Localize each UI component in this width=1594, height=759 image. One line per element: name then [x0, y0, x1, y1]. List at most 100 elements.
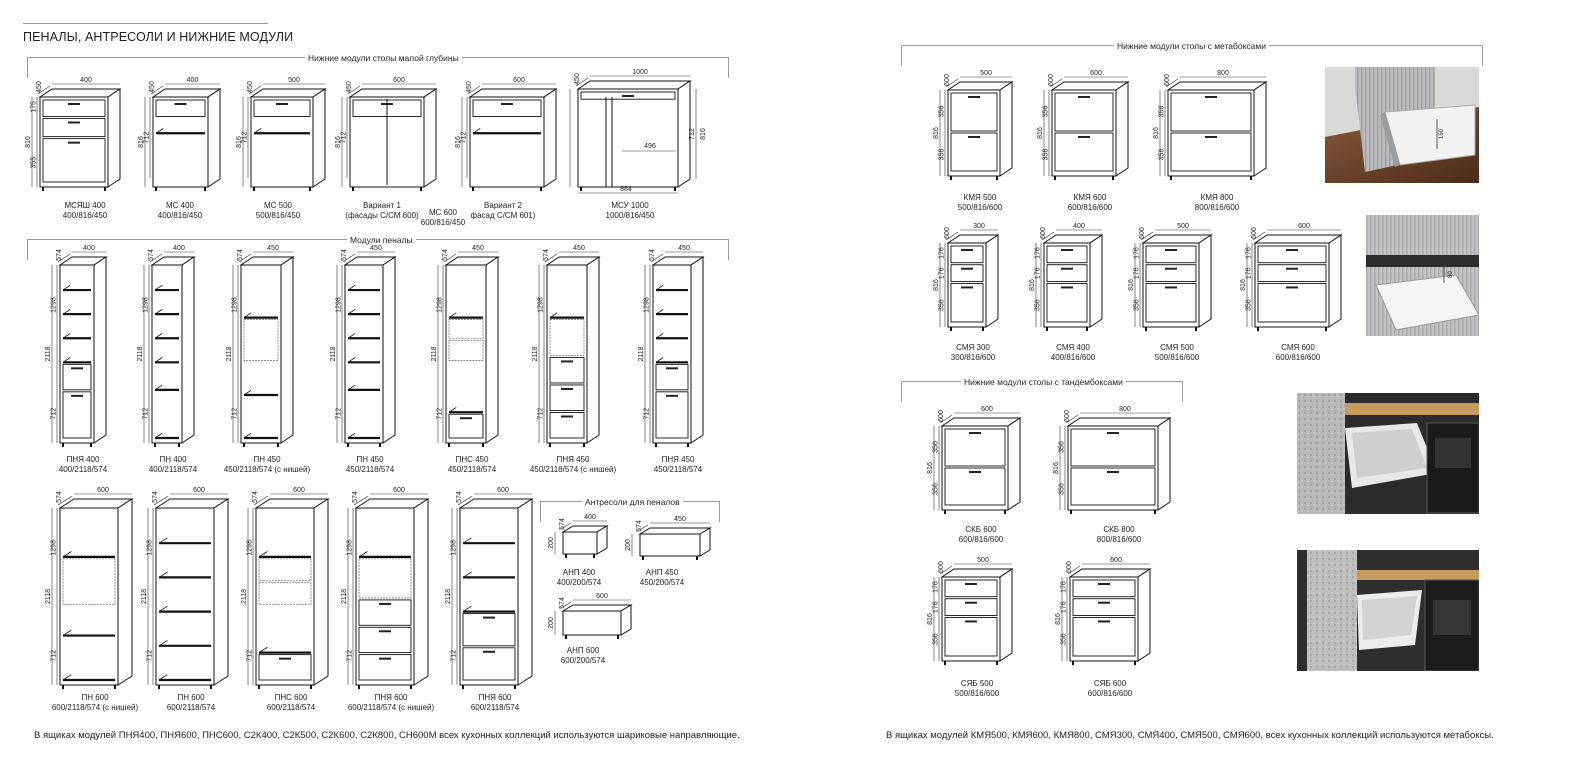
niche-frame: [258, 582, 312, 606]
shelf-edge: [158, 571, 168, 578]
drawer-front: [1054, 92, 1114, 132]
drawer-front: [1072, 579, 1136, 598]
section-dim-label: 356: [939, 149, 946, 161]
height-dim-label: 816: [1240, 279, 1247, 291]
section-dim-label: 176: [1134, 267, 1141, 279]
cabinet-front: [1067, 425, 1159, 511]
shelf-edge: [655, 309, 664, 315]
drawer-handle: [68, 121, 80, 124]
module-dims: 450/2118/574 (с нишей): [529, 464, 617, 474]
depth-dim-line: [1065, 414, 1079, 424]
section-dim-label: 175: [31, 101, 38, 113]
drawer-handle: [68, 103, 80, 105]
shelf-edge: [655, 284, 664, 291]
cabinet-front: [469, 96, 545, 188]
module-name: СЯБ 500: [960, 679, 994, 688]
depth-dim-line: [637, 524, 649, 532]
drawer-front: [950, 92, 998, 132]
section-dim-label: 712: [147, 650, 154, 662]
section-dim-label: 356: [1159, 106, 1166, 118]
depth-dim-line: [1049, 78, 1063, 88]
niche-frame: [549, 319, 585, 356]
title-rule: [23, 23, 268, 24]
cabinet-side: [1089, 234, 1103, 328]
depth-dim-label: 450: [346, 81, 353, 93]
drawer-handle: [1098, 583, 1110, 585]
shelf-edge: [62, 284, 71, 291]
section-dim-label: 356: [939, 299, 946, 311]
section-dim-label: 1298: [644, 297, 651, 313]
width-dim-label: 600: [497, 487, 509, 494]
section-dim-label: 712: [144, 132, 151, 144]
depth-dim-line: [939, 414, 953, 424]
cabinet-side: [985, 234, 999, 328]
shelf-edge: [347, 432, 356, 439]
depth-dim-line: [253, 495, 269, 506]
cabinet-side: [586, 256, 600, 444]
width-dim-label: 600: [193, 487, 205, 494]
niche-frame: [448, 339, 484, 361]
module-dims: 400/2118/574: [148, 464, 198, 474]
cabinet-top: [940, 417, 1022, 427]
drawer-handle: [1165, 267, 1177, 270]
height-dim-label: 816: [455, 136, 462, 148]
drawer-front: [944, 467, 1006, 506]
depth-dim-label: 600: [1048, 74, 1055, 86]
cabinet-top: [468, 88, 558, 98]
drawer-front: [1072, 598, 1136, 616]
drawer-front: [944, 598, 998, 616]
section-dim-label: 355: [31, 157, 38, 169]
depth-dim-label: 600: [1066, 561, 1073, 573]
depth-dim-label: 600: [944, 227, 951, 239]
drawer-handle: [276, 103, 288, 105]
cabinet-top: [1253, 234, 1343, 244]
drawer-front: [448, 413, 484, 439]
drawer-handle: [961, 286, 973, 289]
depth-dim-line: [57, 495, 73, 506]
drawer-handle: [1098, 601, 1110, 604]
drawer-front: [1070, 428, 1156, 467]
depth-dim-label: 574: [237, 249, 244, 261]
depth-dim-label: 574: [148, 249, 155, 261]
depth-dim-line: [37, 85, 51, 95]
width-dim-label: 300: [973, 223, 985, 230]
module-name: СМЯ 400: [1056, 343, 1090, 352]
depth-dim-line: [1140, 231, 1154, 241]
module-name: ПНЯ 600: [478, 693, 512, 702]
drawer-front: [1046, 282, 1088, 323]
cabinet-front: [459, 507, 519, 686]
module-name: ПНС 450: [455, 455, 489, 464]
shelf-edge: [62, 674, 72, 681]
section-dim-label: 712: [242, 132, 249, 144]
module-name: МС 400: [165, 201, 194, 210]
width-dim-label: 800: [1217, 70, 1229, 77]
drawer-front: [1257, 282, 1327, 323]
drawer-handle: [71, 367, 83, 370]
shelf-edge: [62, 551, 72, 558]
depth-dim-label: 574: [56, 491, 63, 503]
height-dim-label: 816: [1053, 462, 1060, 474]
shelf-edge: [62, 357, 71, 363]
depth-dim-label: 600: [944, 74, 951, 86]
depth-dim-label: 600: [1164, 74, 1171, 86]
cabinet-side: [999, 568, 1013, 662]
page-title: ПЕНАЛЫ, АНТРЕСОЛИ И НИЖНИЕ МОДУЛИ: [23, 30, 294, 44]
shelf-edge: [253, 128, 262, 134]
metabox-photo-1: 150: [1325, 67, 1479, 183]
drawer-handle: [379, 657, 391, 660]
width-dim-label: 600: [1110, 557, 1122, 564]
module-dims: 450/2118/574: [345, 464, 395, 474]
depth-dim-label: 450: [247, 81, 254, 93]
